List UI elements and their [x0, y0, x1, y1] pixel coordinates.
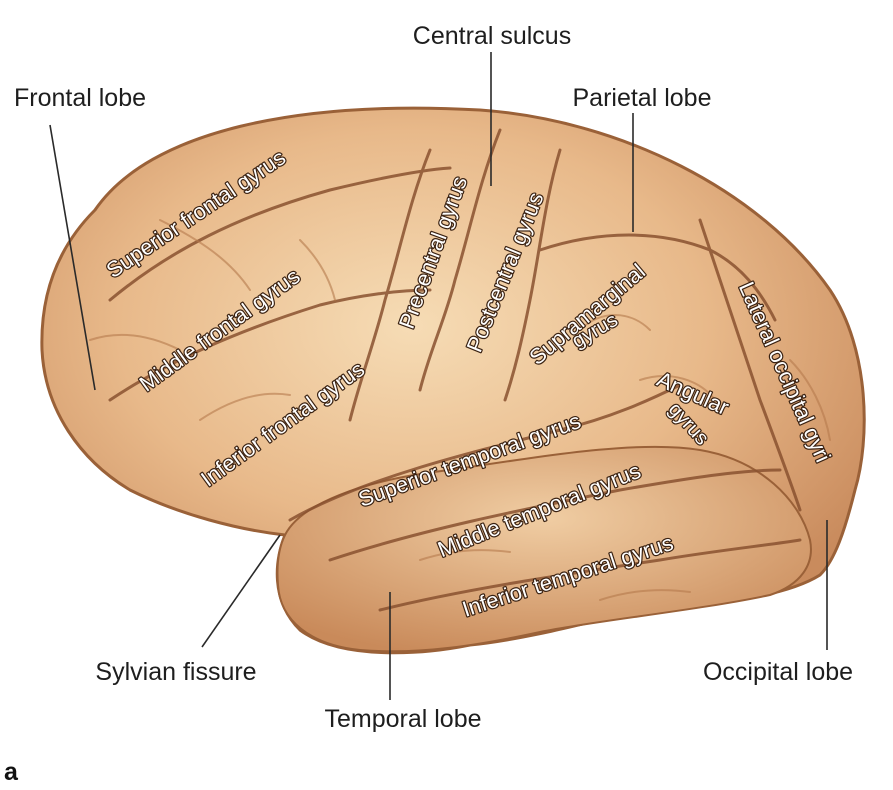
inferior-temporal-sulcus	[378, 538, 802, 612]
label-frontal-lobe: Frontal lobe	[14, 84, 146, 112]
superior-frontal-sulcus	[108, 166, 452, 302]
leader-sylvian-fissure	[201, 534, 281, 648]
label-temporal-lobe: Temporal lobe	[324, 705, 481, 733]
label-occipital-lobe: Occipital lobe	[703, 658, 853, 686]
brain-illustration	[40, 106, 866, 655]
sylvian-fissure-groove	[288, 383, 682, 522]
postcentral-sulcus	[503, 148, 562, 402]
leader-frontal-lobe	[49, 124, 96, 391]
precentral-sulcus	[348, 148, 432, 422]
intraparietal-sulcus	[538, 233, 777, 322]
inferior-frontal-sulcus	[108, 288, 432, 402]
panel-letter: a	[4, 758, 19, 786]
label-sylvian-fissure: Sylvian fissure	[95, 658, 256, 686]
temporal-lobe-shape	[276, 445, 812, 653]
parieto-occipital-sulcus	[698, 218, 802, 512]
leader-lines	[49, 52, 828, 700]
label-central-sulcus: Central sulcus	[413, 22, 571, 50]
superior-temporal-sulcus	[328, 468, 782, 562]
label-parietal-lobe: Parietal lobe	[573, 84, 712, 112]
central-sulcus-groove	[418, 128, 502, 392]
